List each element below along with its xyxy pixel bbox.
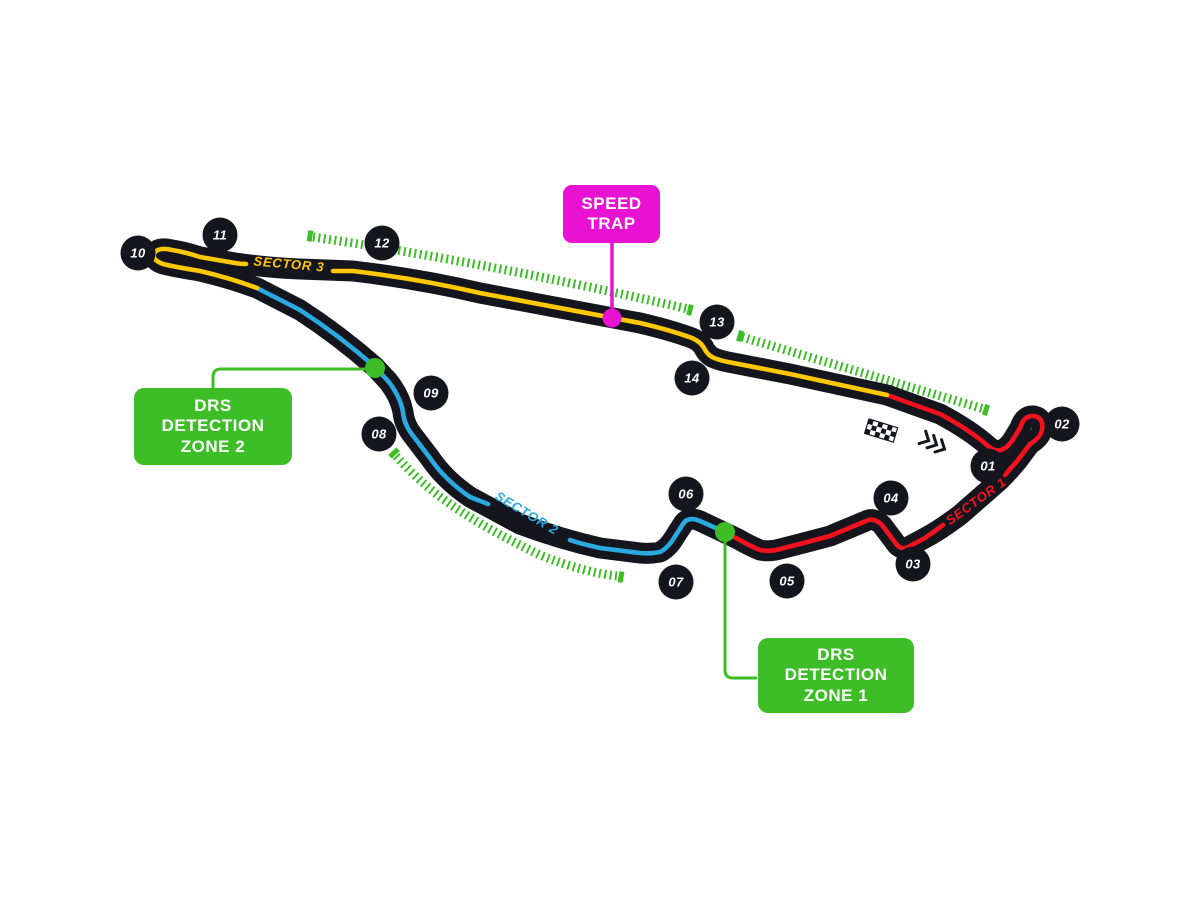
svg-text:10: 10 [130,246,146,261]
turn-marker-14: 14 [674,360,710,396]
turn-marker-02: 02 [1044,406,1080,442]
drs1-line3: ZONE 1 [803,685,869,705]
hatch-cap [617,571,625,583]
turn-marker-12: 12 [364,225,400,261]
turn-marker-13: 13 [699,304,735,340]
speed-trap-connector [602,243,622,328]
svg-text:07: 07 [668,575,684,590]
svg-text:03: 03 [905,557,921,572]
hatch-lower-left [392,452,620,581]
turn-marker-10: 10 [120,235,156,271]
hatch-cap [388,447,400,459]
drs2-line1: DRS [194,396,232,416]
speed-trap-line1: SPEED [581,193,642,213]
turn-marker-09: 09 [413,375,449,411]
turn-markers: 01 02 03 04 05 06 07 08 09 10 11 12 13 14 [120,217,1080,600]
drs-zone-1-connector [715,522,757,680]
checkered-flag-icon [863,418,899,443]
sector-3-label: SECTOR 3 [253,253,325,274]
svg-text:04: 04 [883,491,899,506]
runoff-hatching [306,230,990,583]
svg-text:08: 08 [371,427,387,442]
svg-text:09: 09 [423,386,439,401]
drs2-line3: ZONE 2 [180,436,246,456]
speed-trap-line2: TRAP [587,214,636,233]
sector-1-label: SECTOR 1 [943,474,1009,528]
svg-text:01: 01 [980,459,995,474]
hatch-cap [306,230,314,242]
svg-text:14: 14 [684,371,700,386]
hatch-cap [736,330,744,342]
drs-zone-1-point [715,522,735,542]
race-direction-chevrons-icon [917,429,947,454]
turn-marker-01: 01 [970,448,1006,484]
turn-marker-07: 07 [658,564,694,600]
hatch-top-straight [312,232,690,314]
turn-marker-04: 04 [873,480,909,516]
turn-marker-03: 03 [895,546,931,582]
turn-marker-06: 06 [668,476,704,512]
speed-trap-point [602,308,622,328]
turn-marker-11: 11 [202,217,238,253]
drs-detection-zone-1-label: DRS DETECTION ZONE 1 [758,638,914,713]
drs-zone-2-point [365,358,385,378]
drs-zone-2-connector [211,358,385,390]
turn-marker-08: 08 [361,416,397,452]
svg-text:02: 02 [1054,417,1070,432]
drs-detection-zone-2-label: DRS DETECTION ZONE 2 [134,388,292,465]
sector-1-line [715,392,1045,554]
svg-text:05: 05 [779,574,795,589]
sector-2-line [254,285,721,556]
hatch-cap [982,404,990,416]
svg-text:06: 06 [678,487,694,502]
turn-marker-05: 05 [769,563,805,599]
drs1-line1: DRS [817,645,855,665]
svg-text:13: 13 [709,315,725,330]
speed-trap-label: SPEED TRAP [563,185,660,243]
svg-text:11: 11 [213,228,227,243]
svg-text:12: 12 [374,236,390,251]
drs2-line2: DETECTION [161,416,265,436]
drs1-line2: DETECTION [784,665,888,685]
hatch-cap [686,304,694,316]
